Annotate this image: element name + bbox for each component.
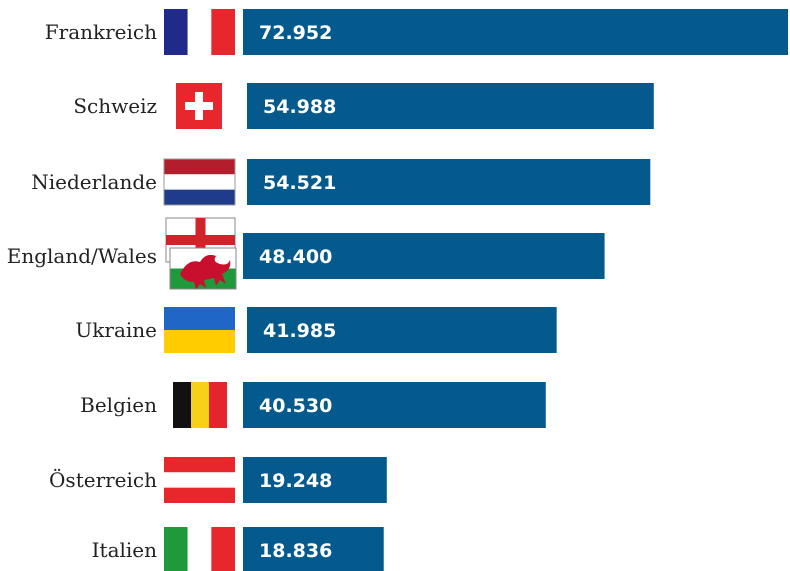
bar-schweiz: [247, 83, 654, 129]
bar-belgien: [243, 382, 546, 428]
category-label-niederlande: Niederlande: [31, 170, 157, 194]
netherlands-flag: [163, 158, 236, 206]
category-label-italien: Italien: [92, 538, 157, 562]
value-label-oesterreich: 19.248: [259, 470, 332, 492]
england-wales-flags: [165, 217, 237, 290]
ukraine-flag: [164, 307, 235, 353]
value-label-schweiz: 54.988: [263, 96, 336, 118]
category-label-belgien: Belgien: [80, 393, 157, 417]
value-label-ukraine: 41.985: [263, 320, 336, 342]
belgium-flag: [173, 382, 227, 428]
bar-england-wales: [243, 233, 605, 279]
value-label-england-wales: 48.400: [259, 246, 332, 268]
category-label-schweiz: Schweiz: [73, 94, 157, 118]
category-label-ukraine: Ukraine: [75, 318, 157, 342]
austria-flag: [164, 457, 235, 503]
bar-oesterreich: [243, 457, 387, 503]
bar-niederlande: [247, 159, 651, 205]
bar-italien: [243, 527, 384, 571]
france-flag: [164, 9, 235, 55]
value-label-niederlande: 54.521: [263, 172, 336, 194]
value-label-frankreich: 72.952: [259, 22, 332, 44]
value-label-italien: 18.836: [259, 540, 332, 562]
category-label-frankreich: Frankreich: [45, 20, 157, 44]
category-label-oesterreich: Österreich: [49, 467, 157, 492]
category-label-england-wales: England/Wales: [7, 244, 157, 268]
value-label-belgien: 40.530: [259, 395, 332, 417]
italy-flag: [164, 527, 235, 571]
switzerland-flag: [176, 83, 222, 129]
bar-frankreich: [243, 9, 788, 55]
bar-ukraine: [247, 307, 557, 353]
